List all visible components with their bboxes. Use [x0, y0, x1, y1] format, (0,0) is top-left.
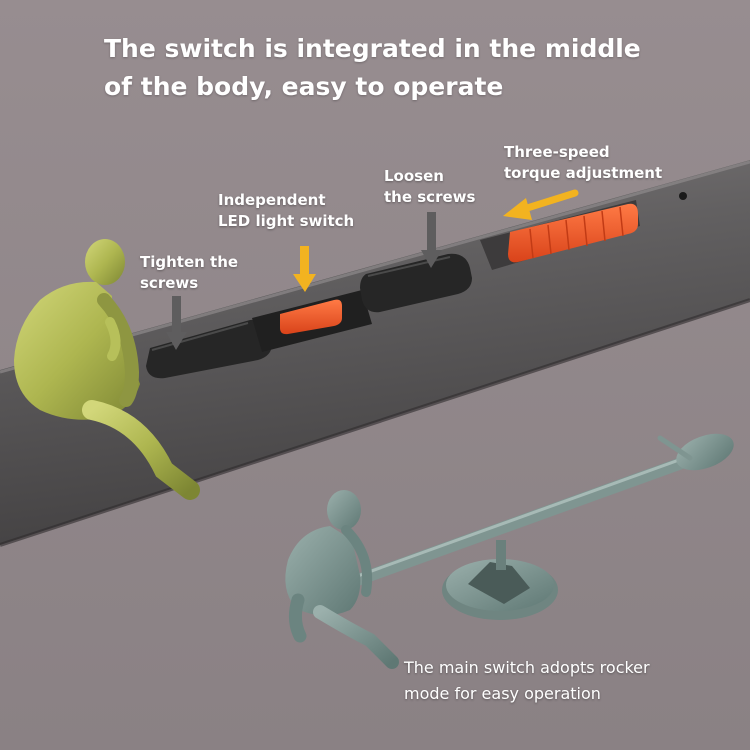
- tighten-screw-button[interactable]: [146, 319, 272, 379]
- main-switch-rocker[interactable]: [324, 427, 739, 596]
- rocker-caption: The main switch adopts rocker mode for e…: [404, 655, 650, 707]
- led-light-switch[interactable]: [280, 299, 342, 335]
- callout-torque-adjustment: Three-speed torque adjustment: [504, 142, 662, 184]
- caption-line-1: The main switch adopts rocker: [404, 658, 650, 677]
- callout-loosen-screws: Loosen the screws: [384, 166, 475, 208]
- seesaw-base: [442, 540, 558, 620]
- callout-led-line-2: LED light switch: [218, 212, 355, 230]
- down-arrow-icon: [421, 212, 442, 268]
- callout-tighten-line-1: Tighten the: [140, 253, 239, 271]
- callout-led-line-1: Independent: [218, 191, 326, 209]
- torque-adjustment-slider[interactable]: [508, 203, 638, 263]
- callout-torque-line-2: torque adjustment: [504, 164, 663, 182]
- callout-led-switch: Independent LED light switch: [218, 190, 354, 232]
- callout-tighten-line-2: screws: [140, 274, 199, 292]
- headline: The switch is integrated in the middle o…: [104, 30, 641, 106]
- callout-loosen-line-2: the screws: [384, 188, 476, 206]
- caption-line-2: mode for easy operation: [404, 684, 601, 703]
- callout-torque-line-1: Three-speed: [504, 143, 610, 161]
- left-arrow-icon: [503, 189, 579, 220]
- down-arrow-icon: [293, 246, 316, 292]
- down-arrow-icon: [166, 296, 187, 350]
- gold-figure: [14, 239, 200, 500]
- headline-line-1: The switch is integrated in the middle: [104, 34, 641, 63]
- headline-line-2: of the body, easy to operate: [104, 72, 504, 101]
- teal-figure: [285, 490, 399, 669]
- loosen-screw-button[interactable]: [360, 253, 472, 313]
- callout-loosen-line-1: Loosen: [384, 167, 444, 185]
- callout-tighten-screws: Tighten the screws: [140, 252, 238, 294]
